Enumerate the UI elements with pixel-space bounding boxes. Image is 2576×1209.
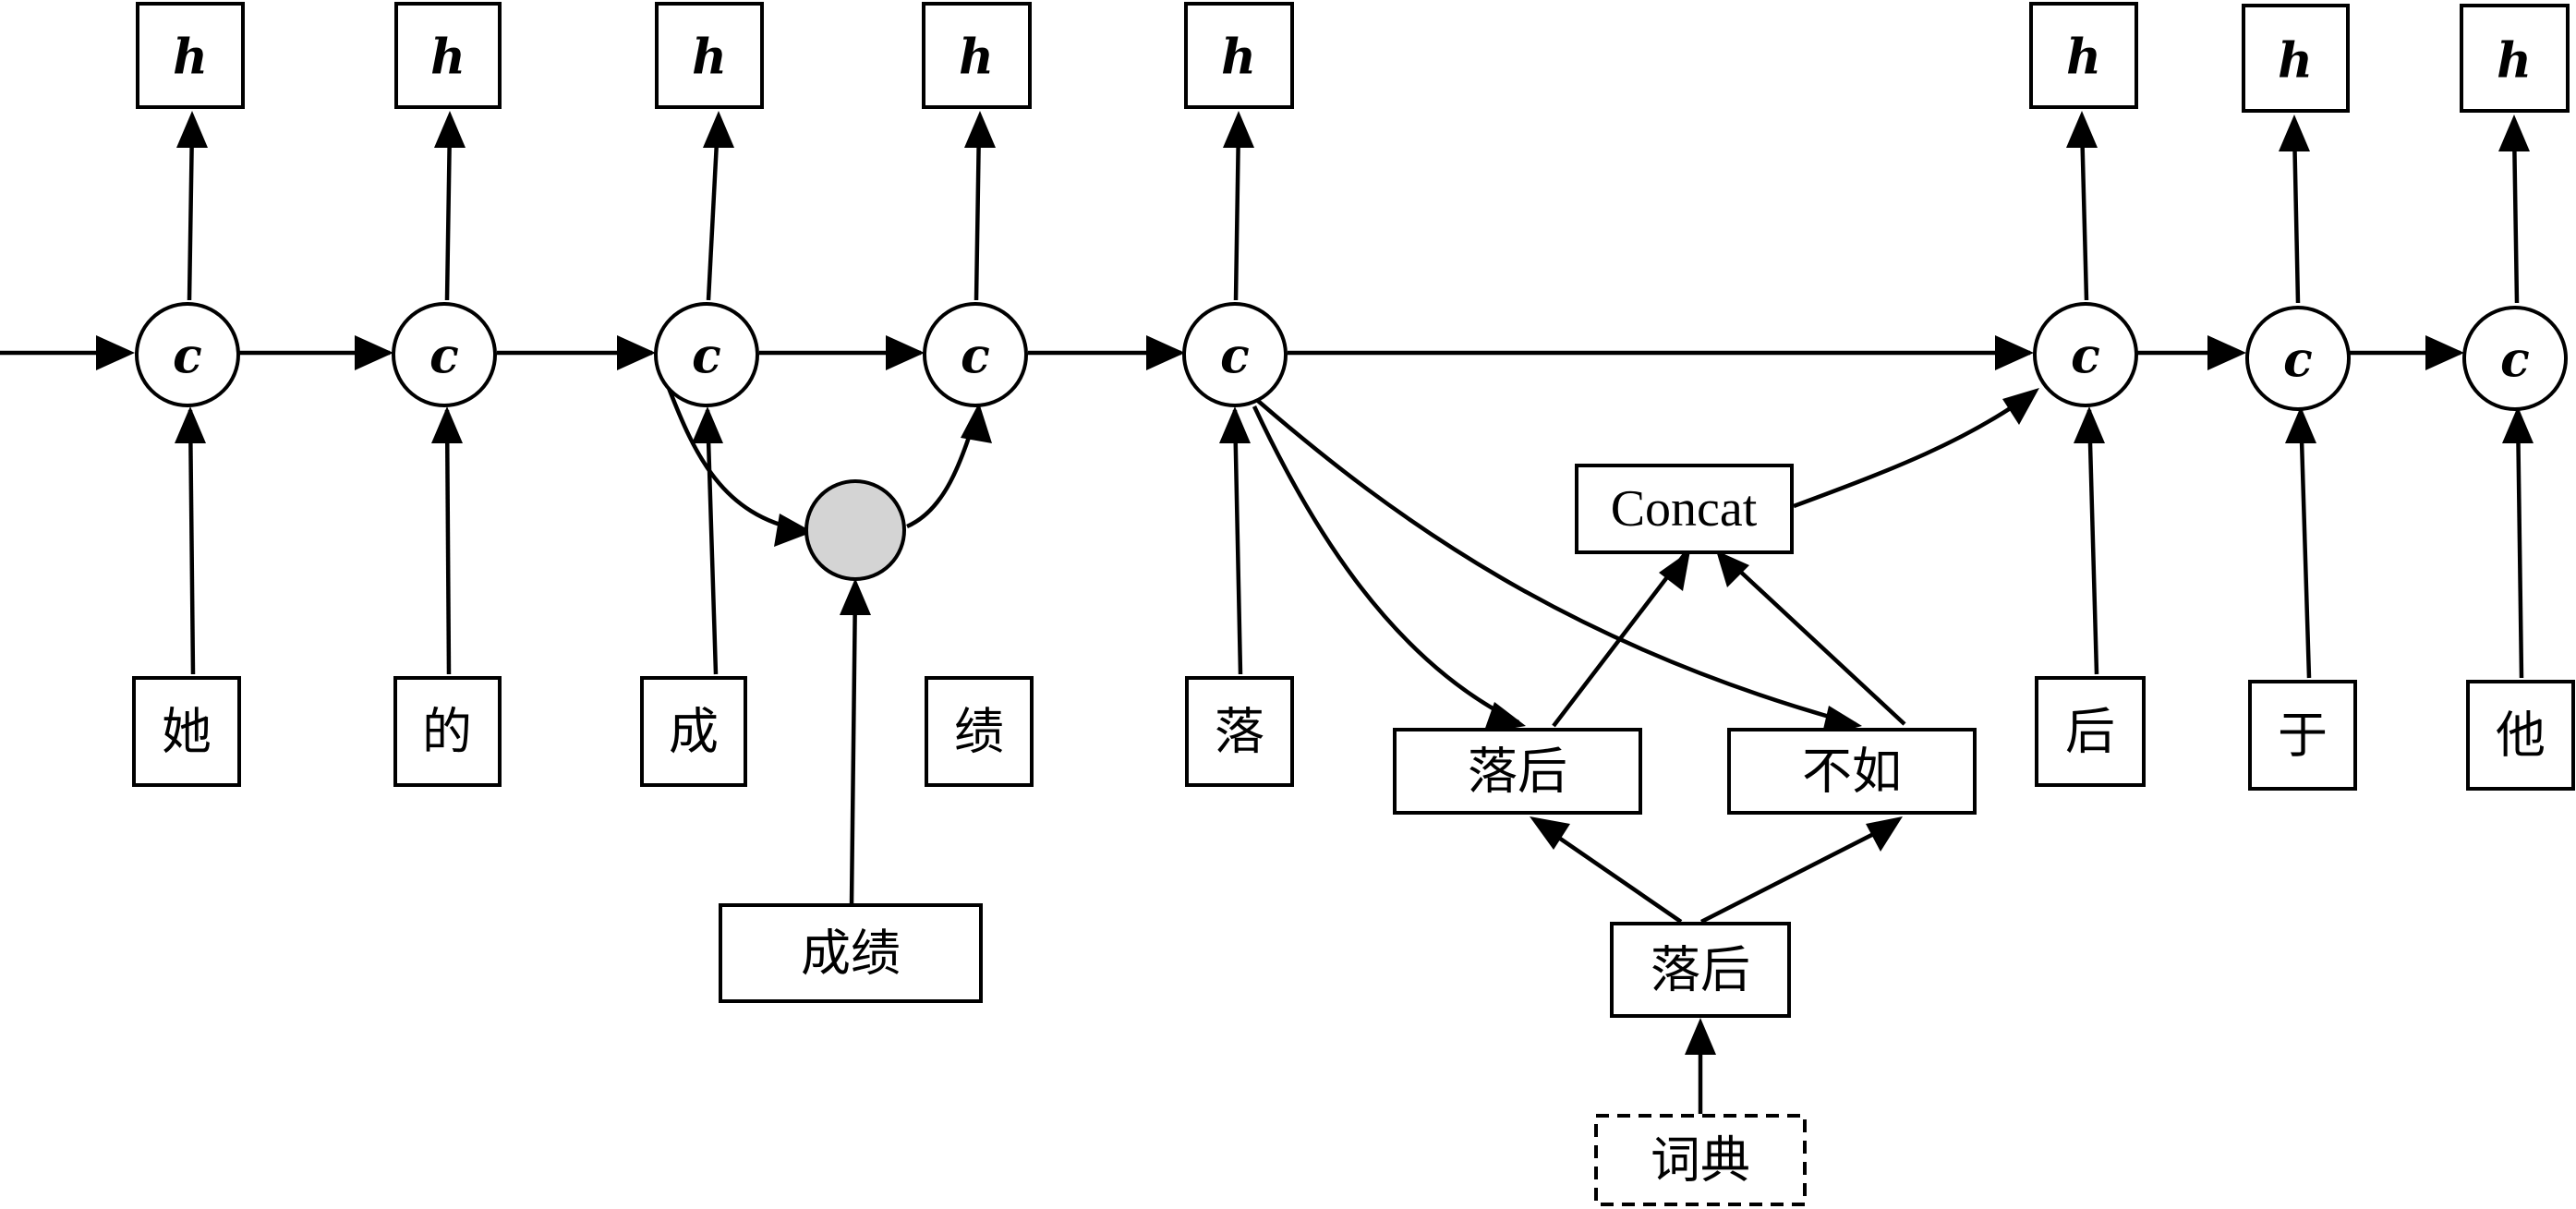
h-label: h [2066,30,2101,86]
word-cell-node [804,479,906,581]
char-box-7: 于 [2248,680,2357,791]
c-label: c [692,329,721,385]
cheng-to-word-cell [666,387,803,533]
char-to-c-3 [705,409,719,675]
char-to-c-5 [1232,409,1243,675]
dict-word-to-buru [1699,821,1895,925]
c-to-h-3 [706,123,720,301]
h-node-6: h [2029,2,2138,109]
h-label: h [430,30,466,86]
buru-to-concat [1720,552,1906,726]
c-label: c [2500,332,2530,389]
edges [0,123,2524,1114]
c-node-4: c [923,302,1028,407]
c-to-h-7 [2292,127,2301,304]
concat-label: Concat [1611,480,1758,538]
h-label: h [2497,33,2532,90]
word-label: 成绩 [801,925,901,983]
dictionary-box: 词典 [1594,1114,1807,1206]
c-node-6: c [2033,302,2138,407]
c-to-h-4 [974,123,982,301]
luohou-to-concat [1552,552,1687,728]
word-label: 落后 [1468,743,1567,801]
char-label: 的 [422,703,472,761]
dict-word-box: 落后 [1610,922,1791,1018]
char-box-1: 她 [132,676,241,787]
c-node-5: c [1182,302,1288,407]
h-label: h [1221,30,1256,86]
char-box-5: 落 [1185,676,1294,787]
c-label: c [2071,329,2100,385]
arrowheads [96,111,2534,1055]
char-label: 她 [162,703,212,761]
chengji-to-word-cell [849,585,858,906]
concat-box: Concat [1575,464,1794,554]
char-label: 绩 [954,703,1004,761]
dict-word-to-luohou [1537,822,1683,924]
char-to-c-6 [2086,409,2099,675]
luo-to-buru [1256,399,1856,727]
char-box-2: 的 [393,676,502,787]
h-node-8: h [2460,4,2570,113]
word-box-buru: 不如 [1727,728,1977,815]
c-label: c [173,329,202,385]
c-label: c [1220,329,1250,385]
c-to-h-6 [2079,123,2089,301]
h-label: h [2278,33,2313,90]
c-label: c [961,329,990,385]
h-node-4: h [922,2,1032,109]
c-to-h-2 [444,123,453,301]
c-node-8: c [2462,306,2568,411]
char-label: 他 [2496,707,2546,765]
char-to-c-8 [2515,409,2524,679]
char-box-3: 成 [640,676,747,787]
c-label: c [2283,332,2313,389]
char-box-4: 绩 [925,676,1034,787]
dictionary-label: 词典 [1651,1131,1750,1190]
char-label: 后 [2065,703,2115,761]
h-boxes: h h h h h h h h [136,2,2570,113]
char-to-c-2 [444,409,452,675]
char-to-c-1 [187,409,196,675]
c-to-h-8 [2511,127,2520,304]
char-to-c-7 [2298,409,2312,679]
c-nodes: c c c c c c c c [135,302,2568,411]
char-label: 成 [669,703,719,761]
c-to-h-5 [1233,123,1241,301]
c-node-7: c [2245,306,2351,411]
word-box-luohou: 落后 [1393,728,1642,815]
char-boxes: 她 的 成 绩 落 后 于 他 [132,676,2575,791]
char-box-6: 后 [2035,676,2146,787]
char-label: 于 [2278,707,2328,765]
c-node-1: c [135,302,240,407]
word-label: 不如 [1802,743,1902,801]
char-label: 落 [1215,703,1264,761]
h-label: h [959,30,994,86]
c-node-3: c [654,302,759,407]
concat-to-hou-c [1793,392,2034,509]
c-label: c [429,329,459,385]
h-node-2: h [394,2,502,109]
char-box-8: 他 [2466,680,2575,791]
h-label: h [692,30,727,86]
luo-to-luohou [1252,405,1519,725]
word-box-chengji: 成绩 [719,903,983,1003]
word-label: 落后 [1651,941,1750,999]
h-node-7: h [2242,4,2350,113]
h-node-5: h [1184,2,1294,109]
word-boxes: 成绩 落后 不如 Concat 落后 词典 [719,464,1977,1206]
h-node-3: h [655,2,764,109]
c-to-h-1 [187,123,195,301]
h-label: h [173,30,208,86]
h-node-1: h [136,2,245,109]
c-node-2: c [392,302,497,407]
